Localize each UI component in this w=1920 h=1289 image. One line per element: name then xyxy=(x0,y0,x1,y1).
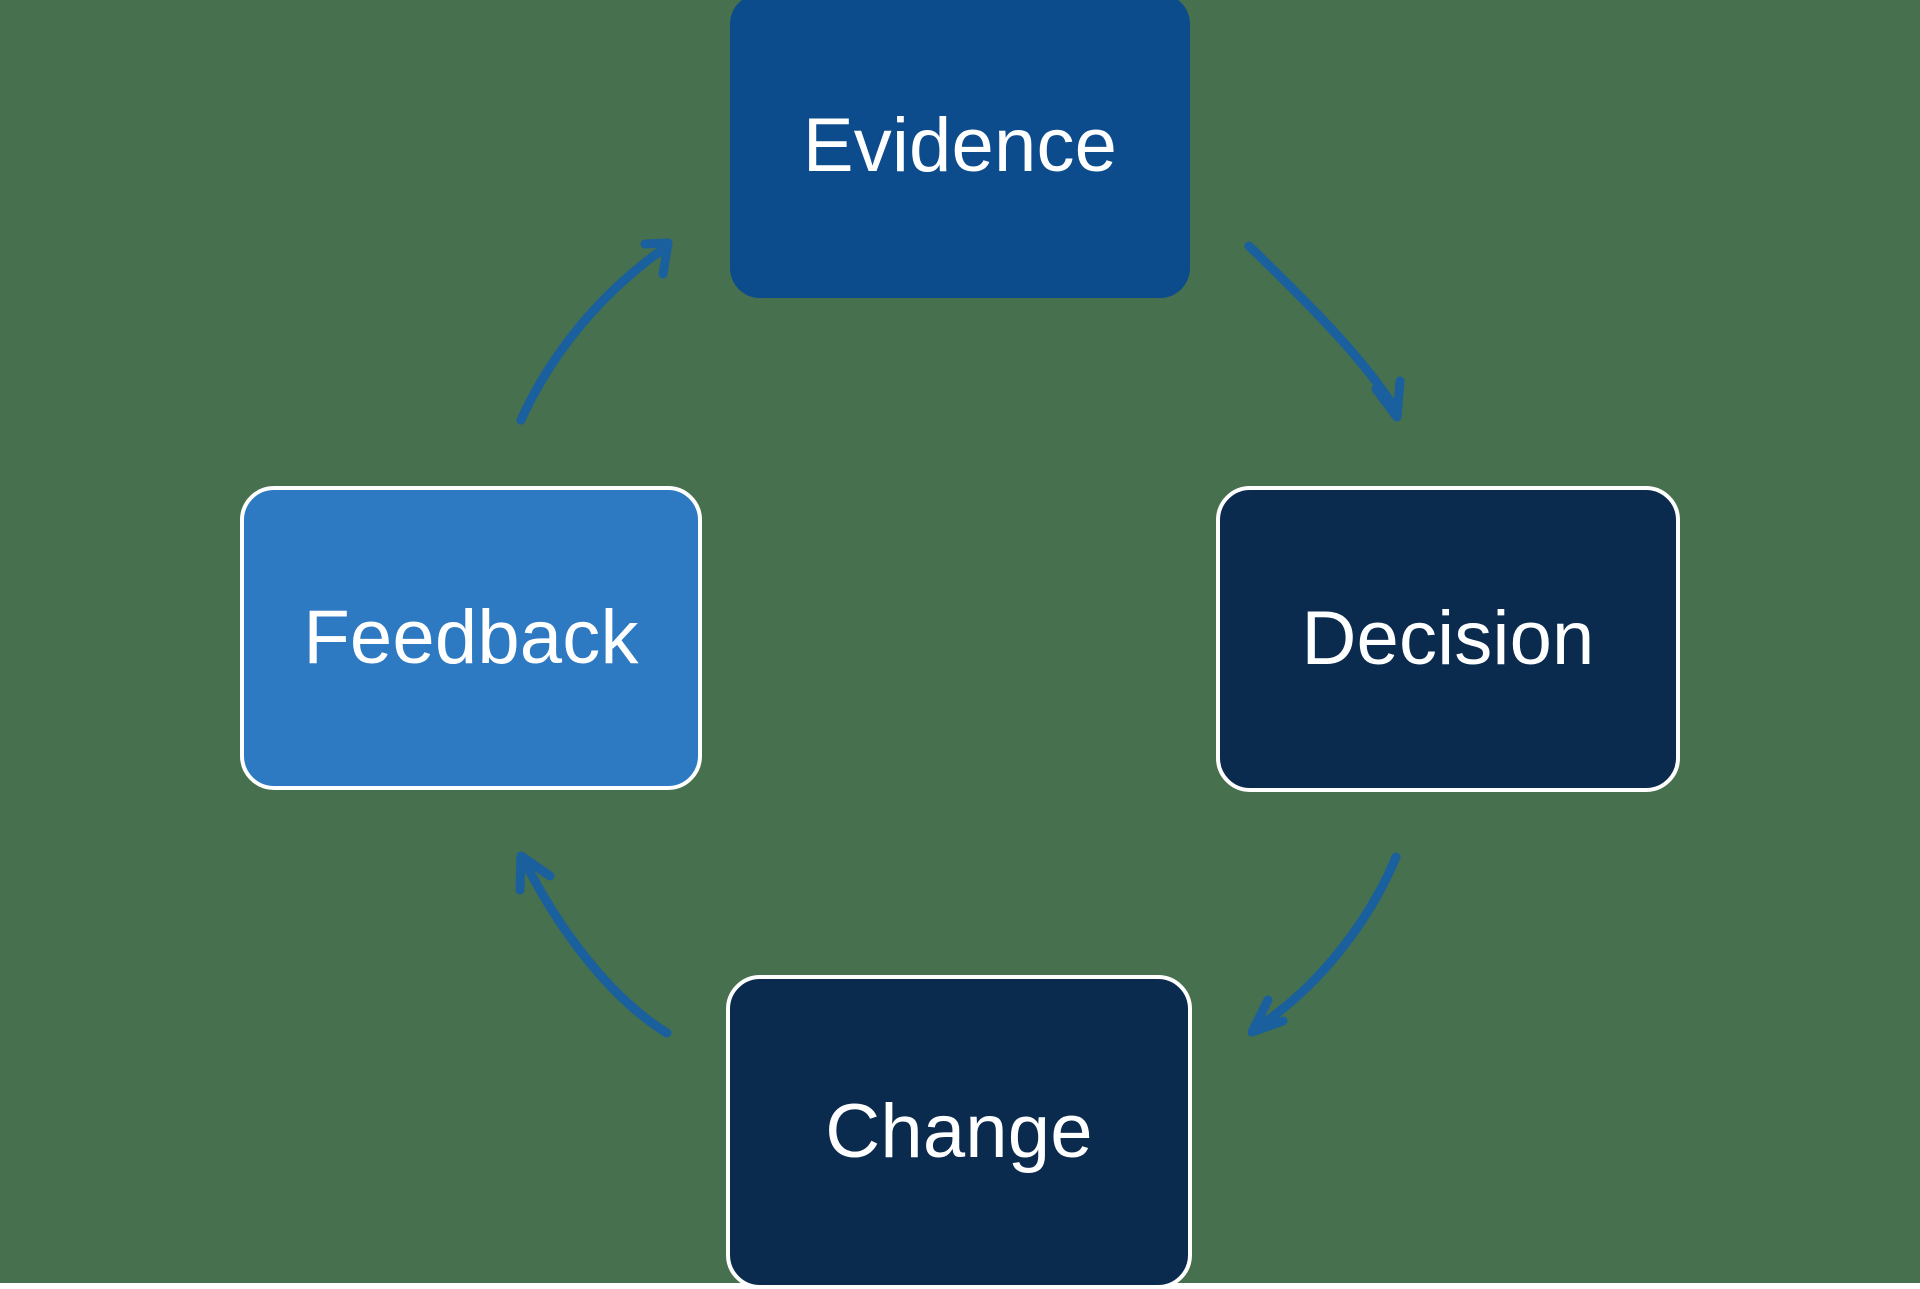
node-decision[interactable]: Decision xyxy=(1216,486,1680,792)
arrow-feedback-to-evidence-head xyxy=(640,238,673,279)
arrow-evidence-to-decision-head xyxy=(1371,376,1405,422)
arrow-change-to-feedback-head xyxy=(515,851,555,895)
arrow-evidence-to-decision xyxy=(1244,241,1405,422)
node-evidence-label: Evidence xyxy=(802,103,1118,188)
node-evidence[interactable]: Evidence xyxy=(730,0,1190,298)
arrow-feedback-to-evidence xyxy=(516,238,673,425)
node-decision-label: Decision xyxy=(1301,596,1595,681)
node-change[interactable]: Change xyxy=(726,975,1192,1289)
node-feedback[interactable]: Feedback xyxy=(240,486,702,790)
arrow-decision-to-change xyxy=(1247,852,1401,1037)
arrow-change-to-feedback xyxy=(515,851,672,1038)
arrow-change-to-feedback-path xyxy=(523,863,672,1038)
node-feedback-label: Feedback xyxy=(303,595,639,680)
arrow-evidence-to-decision-path xyxy=(1244,241,1397,409)
arrow-decision-to-change-head xyxy=(1247,995,1288,1037)
arrow-feedback-to-evidence-path xyxy=(516,247,664,425)
node-change-label: Change xyxy=(825,1089,1093,1174)
arrow-decision-to-change-path xyxy=(1257,852,1401,1029)
